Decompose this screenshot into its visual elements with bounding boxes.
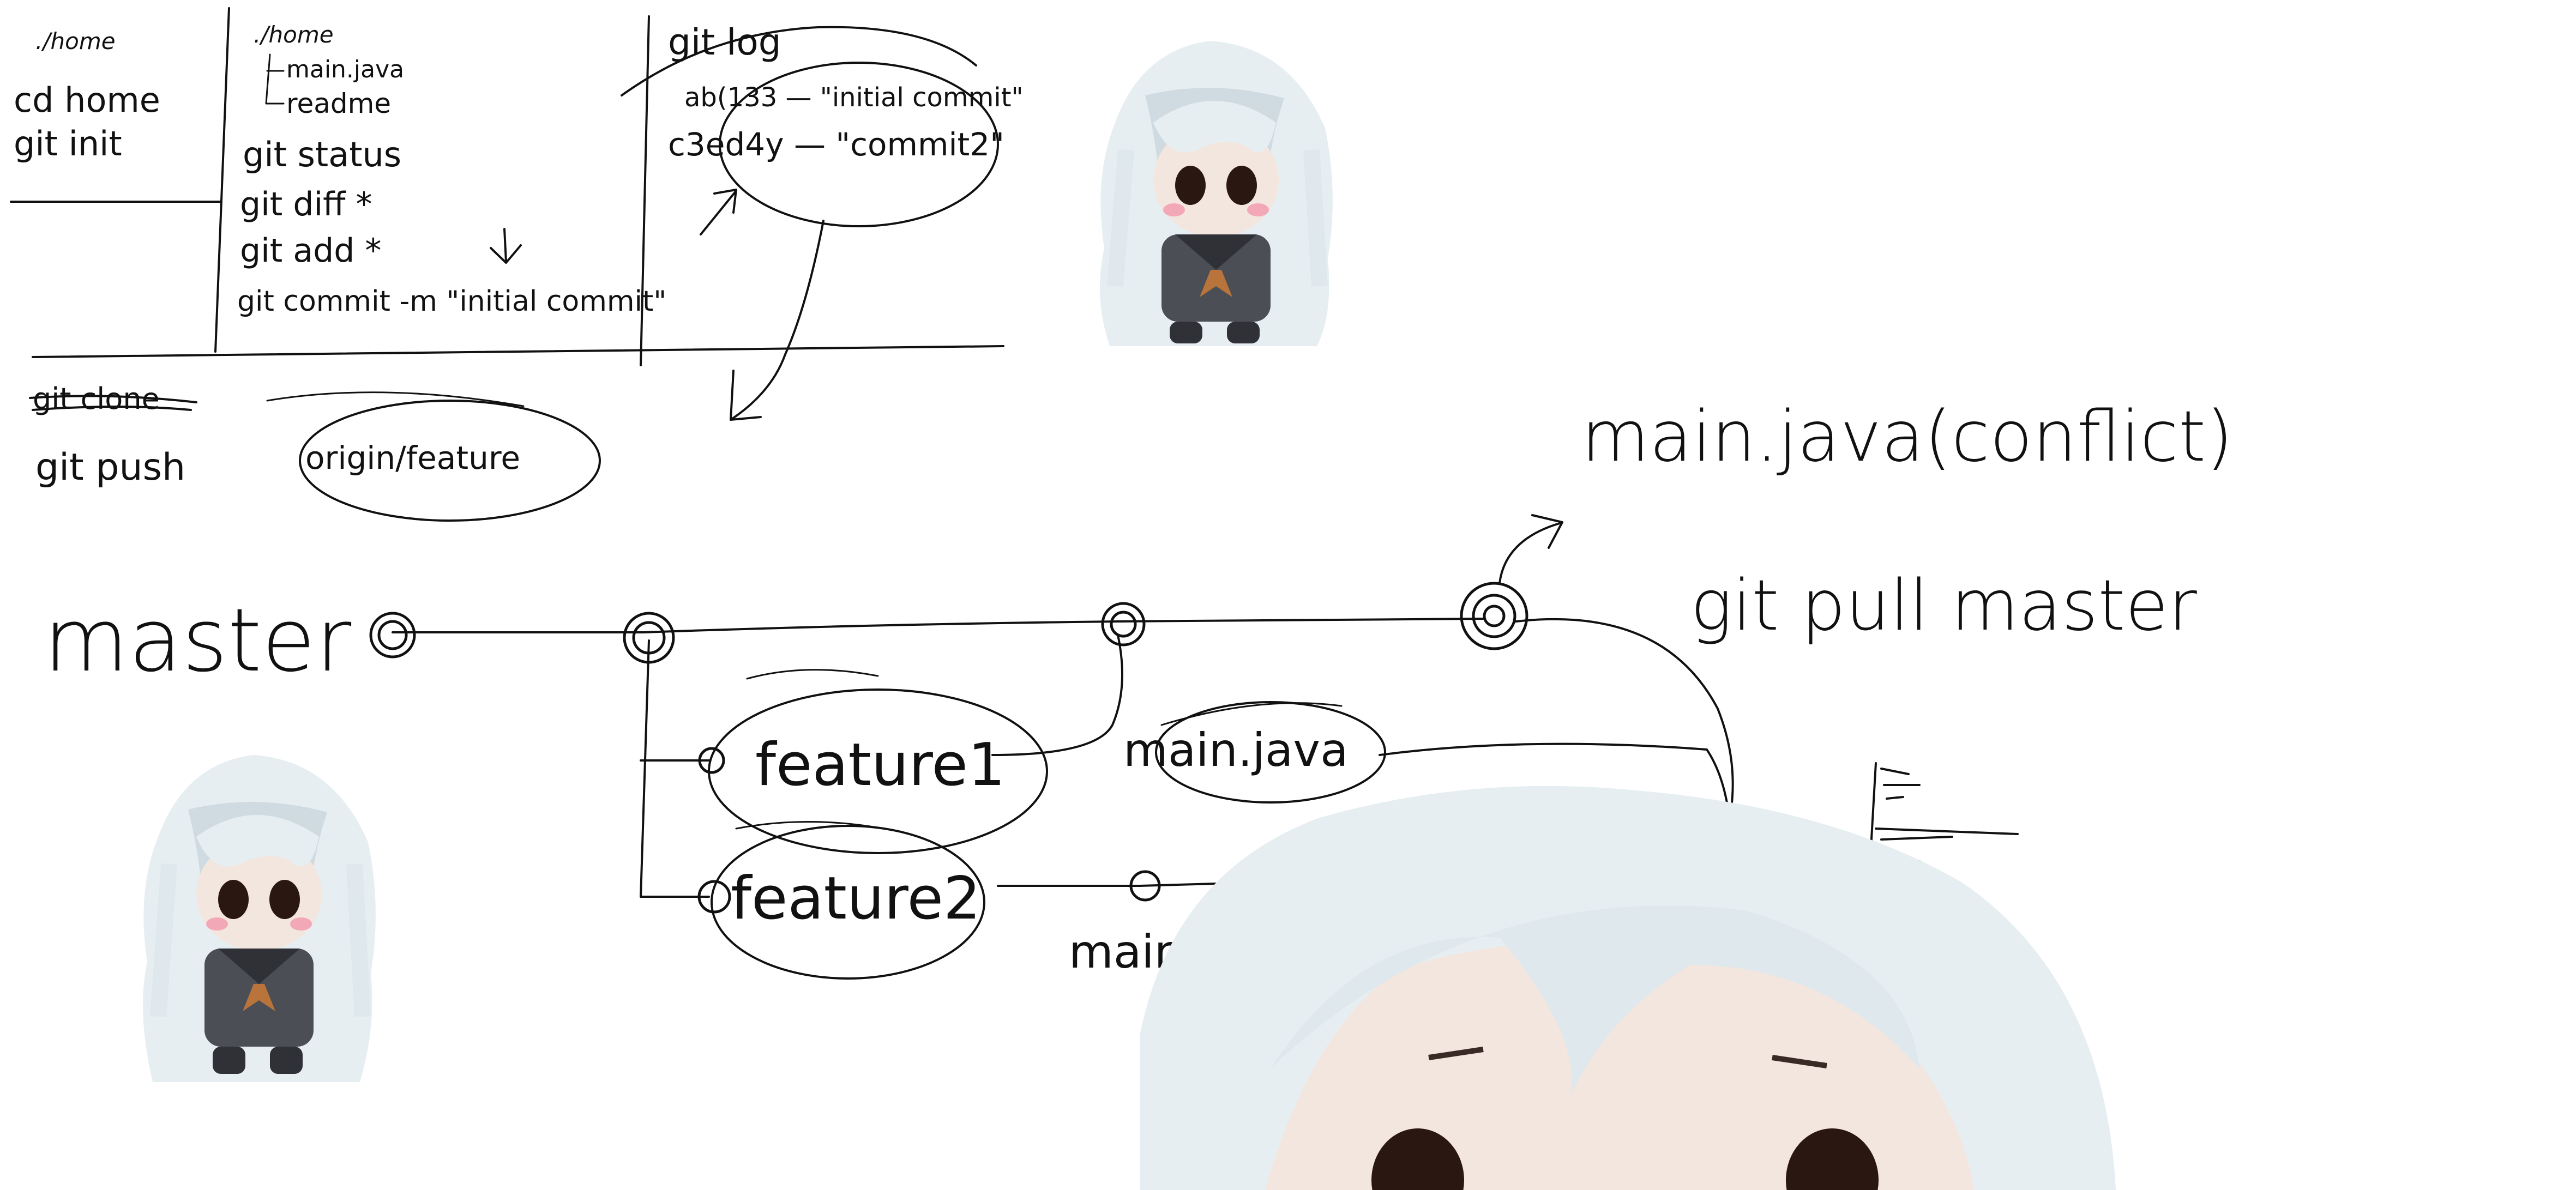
- push-section: git clone git push origin/feature: [29, 382, 601, 522]
- tree-branch-lines: [265, 53, 285, 105]
- push-target-label: origin/feature: [305, 439, 520, 476]
- feature1-merge-line: [991, 634, 1123, 756]
- log-arrow-up-icon: [700, 189, 737, 235]
- working-panel: ./home main.java readme git status git d…: [237, 21, 666, 318]
- working-path: ./home: [254, 21, 334, 48]
- feature1-label: feature1: [755, 731, 1006, 799]
- conflict-arrow-icon: [1498, 514, 1563, 584]
- pull-command: git pull master: [1690, 565, 2197, 647]
- commands-panel: ./home cd home git init: [14, 28, 160, 164]
- log-highlight-circle: [719, 62, 999, 227]
- feature1-underline: [746, 669, 879, 680]
- strikethrough-lines: [29, 395, 197, 411]
- push-target-circle: [299, 400, 601, 522]
- command-git-push: git push: [35, 446, 185, 489]
- commit-feature1: [698, 747, 725, 774]
- commands-path: ./home: [35, 28, 116, 55]
- command-git-init: git init: [14, 124, 122, 164]
- command-cd-home: cd home: [14, 80, 160, 120]
- log-arrow-down-icon: [730, 220, 824, 421]
- command-git-add: git add *: [240, 232, 381, 270]
- feature1-circle: [708, 688, 1048, 854]
- feature2-label: feature2: [731, 865, 981, 933]
- commit-master-conflict: [1460, 582, 1528, 650]
- feature1-file-circle: [1155, 701, 1386, 804]
- command-git-status: git status: [243, 135, 401, 174]
- log-entry-commit2: c3ed4y — "commit2": [668, 126, 1004, 163]
- tree-item-readme: readme: [286, 88, 391, 119]
- top-mascot-image: [1100, 41, 1333, 346]
- log-title: git log: [668, 21, 781, 63]
- master-line: [392, 618, 1484, 633]
- log-title-swoosh: [621, 26, 977, 96]
- struck-command-git-clone: git clone: [33, 382, 160, 416]
- conflict-label: main.java(conflict): [1581, 396, 2233, 478]
- commit-master-1: [369, 612, 416, 659]
- push-target-underline: [266, 391, 525, 407]
- commit-master-3: [1101, 602, 1146, 647]
- commit-master-2: [623, 612, 675, 664]
- command-git-commit: git commit -m "initial commit": [237, 285, 666, 318]
- tree-item-main-java: main.java: [286, 56, 404, 83]
- log-panel: git log ab(133 — "initial commit" c3ed4y…: [621, 21, 1024, 421]
- commit-feature2: [697, 880, 731, 914]
- large-mascot-face-image: [1140, 786, 2116, 1190]
- commit-feature2-main-java: [1129, 870, 1161, 902]
- log-entry-initial-commit: ab(133 — "initial commit": [684, 82, 1024, 113]
- bottom-left-mascot-image: [143, 755, 376, 1082]
- feature2-overline: [735, 821, 884, 830]
- feature1-file-label: main.java: [1123, 723, 1349, 777]
- master-label: master: [44, 589, 351, 691]
- feature1-file-overline: [1160, 702, 1343, 726]
- feature-trunk-line: [640, 639, 650, 898]
- feature2-circle: [711, 825, 985, 980]
- down-arrow-icon: [490, 228, 522, 264]
- panel-dividers: [10, 7, 1004, 366]
- command-git-diff: git diff *: [240, 185, 372, 223]
